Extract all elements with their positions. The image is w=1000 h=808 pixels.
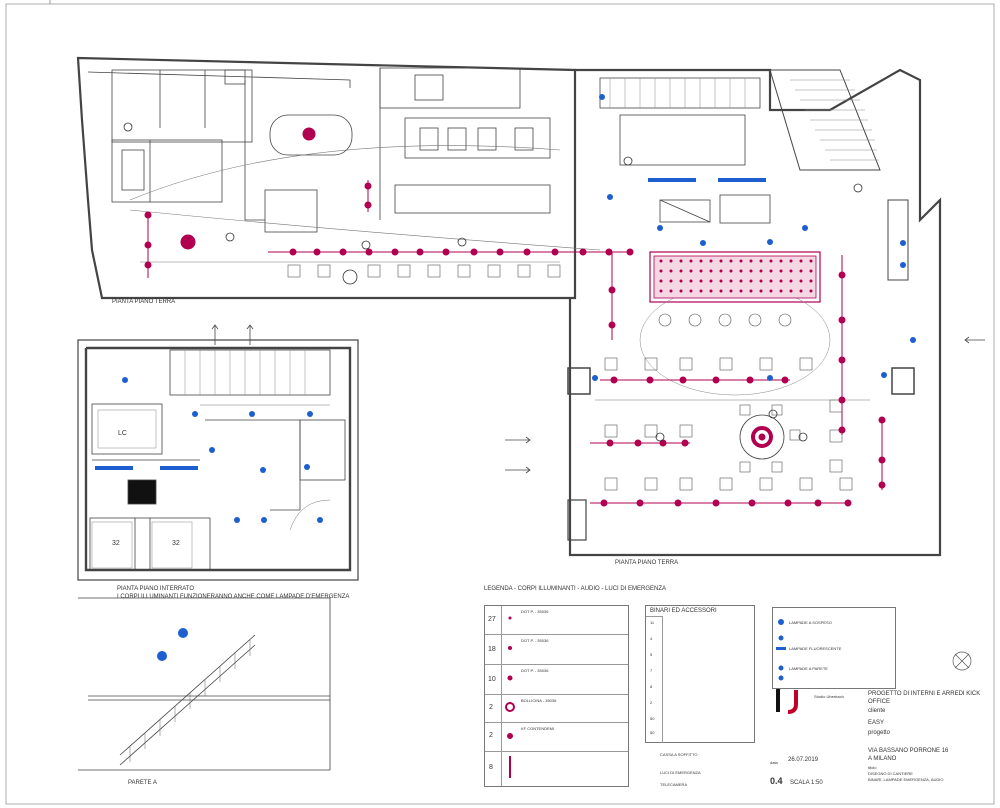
drawing-title: DISEGNO DI CANTIERE xyxy=(868,771,913,776)
lamp-legend-symbols xyxy=(776,619,786,681)
track-lighting xyxy=(144,127,886,507)
accessories-title: BINARI ED ACCESSORI xyxy=(650,608,717,614)
legend-row-desc: DOT P. - 35036 xyxy=(521,609,549,614)
project-label: progetto xyxy=(868,730,891,736)
legend-row-num: 10 xyxy=(488,676,496,683)
basement-plan xyxy=(77,339,359,581)
legend-row-desc: DOT P. - 35036 xyxy=(521,668,549,673)
accessory-num: 50 xyxy=(650,716,655,721)
lamp-legend-item: LAMPADE FLUORESCENTE xyxy=(789,646,842,651)
accessory-num: 7 xyxy=(650,668,653,673)
emergency-lights xyxy=(95,94,916,523)
ground-floor-left-plan xyxy=(76,56,601,300)
sheet-number: 0.4 xyxy=(770,776,783,786)
legend-row-num: 2 xyxy=(489,704,493,711)
date-label: data xyxy=(770,760,778,765)
legend-title: LEGENDA - CORPI ILLUMINANTI - AUDIO - LU… xyxy=(484,586,667,592)
date: 26.07.2019 xyxy=(788,757,819,763)
city: A MILANO xyxy=(868,756,897,762)
speaker-symbols xyxy=(123,122,863,442)
legend-row-num: 2 xyxy=(489,732,493,739)
ground-left-label: PIANTA PIANO TERRA xyxy=(112,299,176,305)
legend-symbols xyxy=(505,616,515,778)
counter-light-grid xyxy=(653,255,817,299)
wall-a-elevation xyxy=(78,597,331,771)
legend-row-num: 8 xyxy=(489,764,493,771)
accessory-num: 11 xyxy=(650,620,655,625)
ground-floor-right-plan xyxy=(567,68,942,557)
legend-row-desc: KF CONTENDEMI xyxy=(521,726,555,731)
accessory-num: 8 xyxy=(650,684,653,689)
address: VIA BASSANO PORRONE 16 xyxy=(868,748,949,754)
accessory-num: 50 xyxy=(650,730,655,735)
ground-right-label: PIANTA PIANO TERRA xyxy=(615,560,679,566)
title-label: titolo xyxy=(868,765,877,770)
section-arrows xyxy=(211,324,985,474)
accessory-num: 4 xyxy=(650,636,653,641)
accessory-num: 2 xyxy=(650,700,653,705)
studio-logo xyxy=(776,684,798,714)
legend-row-desc: DOT P. - 35036 xyxy=(521,638,549,643)
basement-title: PIANTA PIANO INTERRATO xyxy=(117,586,195,592)
north-compass xyxy=(952,651,972,671)
legend-row-desc: BOLLICINA - 35036 xyxy=(521,698,557,703)
room-label-32a: 32 xyxy=(112,540,120,547)
legend-footer-item: CASSA A SOFFITTO xyxy=(660,752,698,757)
studio-name: Studio Uberbach xyxy=(814,694,844,699)
accessories-table: BINARI ED ACCESSORI 11 4 5 7 8 2 50 50 xyxy=(645,605,755,743)
wall-a-label: PARETE A xyxy=(128,780,157,786)
drawing-subtitle: BINARI, LAMPADE EMERGENZA, AUDIO xyxy=(868,777,944,782)
room-label-32b: 32 xyxy=(172,540,180,547)
lamp-legend-item: LAMPADE A PARETE xyxy=(789,666,828,671)
legend-footer-item: TELECAMERA xyxy=(660,782,688,787)
scale: SCALA 1:50 xyxy=(790,780,823,786)
room-label-lc: LC xyxy=(118,430,127,437)
legend-row-num: 27 xyxy=(488,616,496,623)
lamp-legend-item: LAMPADE A SOSPESO xyxy=(789,620,832,625)
legend-footer-item: LUCI DI EMERGENZA xyxy=(660,770,701,775)
client-label: cliente xyxy=(868,708,886,714)
project-line: PROGETTO DI INTERNI E ARREDI KICK OFFICE xyxy=(868,691,981,705)
basement-note: I CORPI ILLUMINANTI FUNZIONERANNO ANCHE … xyxy=(117,594,350,600)
legend-table: 27 DOT P. - 35036 18 DOT P. - 35036 10 D… xyxy=(484,605,629,787)
client-name: EASY xyxy=(868,720,885,726)
lamp-legend: LAMPADE A SOSPESO LAMPADE FLUORESCENTE L… xyxy=(772,607,896,689)
accessory-num: 5 xyxy=(650,652,653,657)
legend-row-num: 18 xyxy=(488,646,496,653)
sheet-border xyxy=(5,3,995,805)
